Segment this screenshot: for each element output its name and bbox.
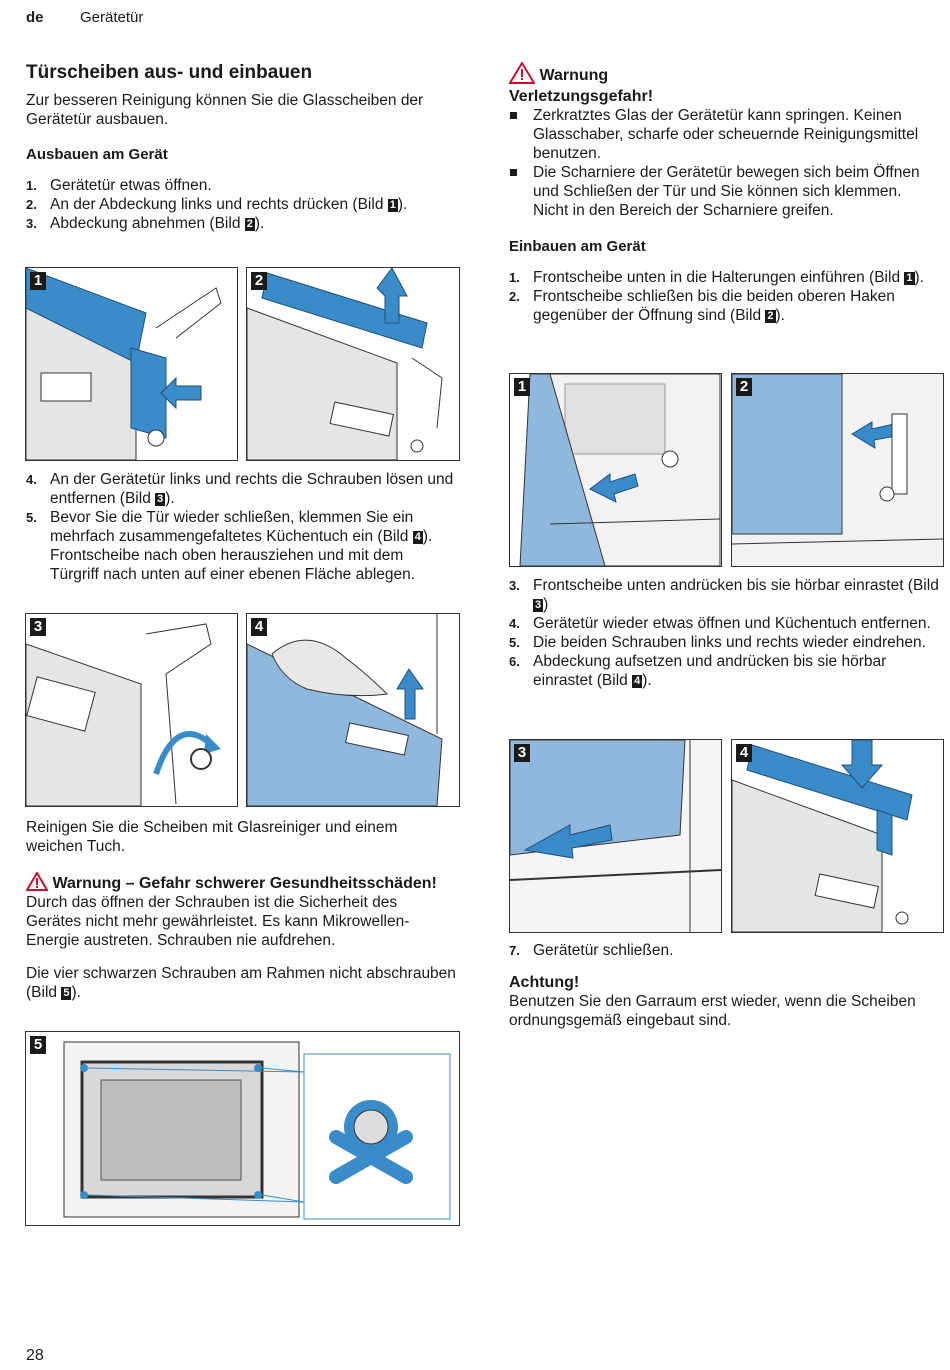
list-item: 4.Gerätetür wieder etwas öffnen und Küch… xyxy=(509,615,931,632)
clean-text: Reinigen Sie die Scheiben mit Glasreinig… xyxy=(26,819,398,855)
section-title: Gerätetür xyxy=(80,9,144,26)
figure-r3-illustration xyxy=(510,740,721,932)
list-item: 3.Abdeckung abnehmen (Bild 2). xyxy=(26,215,265,232)
list-item: 3.Frontscheibe unten andrücken bis sie h… xyxy=(509,577,939,613)
figure-r4-illustration xyxy=(732,740,913,932)
list-item: 6.Abdeckung aufsetzen und andrücken bis … xyxy=(509,653,887,689)
figure-label: 2 xyxy=(736,378,752,396)
warning2-text: Durch das öffnen der Schrauben ist die S… xyxy=(26,894,410,949)
warning1-label: Warnung xyxy=(539,67,609,84)
right-column-bottom: 7.Gerätetür schließen. Achtung! Benutzen… xyxy=(509,941,939,1030)
left-column-top: Türscheiben aus- und einbauen Zur besser… xyxy=(26,62,456,233)
figure-l1-illustration xyxy=(26,268,222,460)
remove-heading: Ausbauen am Gerät xyxy=(26,146,168,163)
figure-label: 4 xyxy=(251,618,267,636)
right-column-mid: 3.Frontscheibe unten andrücken bis sie h… xyxy=(509,576,939,690)
warning-bullet: Zerkratztes Glas der Gerätetür kann spri… xyxy=(509,106,939,163)
list-item: 5.Bevor Sie die Tür wieder schließen, kl… xyxy=(26,509,433,583)
figure-l4: 4 xyxy=(246,613,460,807)
list-item: 5.Die beiden Schrauben links und rechts … xyxy=(509,634,926,651)
warning-block-2: Warnung – Gefahr schwerer Gesundheitssch… xyxy=(26,872,456,893)
figure-r1: 1 xyxy=(509,373,722,567)
warning-icon xyxy=(26,872,52,892)
figure-l4-illustration xyxy=(247,614,443,806)
figure-l3: 3 xyxy=(25,613,238,807)
figure-label: 5 xyxy=(30,1036,46,1054)
figure-label: 3 xyxy=(30,618,46,636)
left-column-mid: 4.An der Gerätetür links und rechts die … xyxy=(26,470,456,584)
figure-r4: 4 xyxy=(731,739,944,933)
figure-r2: 2 xyxy=(731,373,944,567)
warning1-subtitle: Verletzungsgefahr! xyxy=(509,88,654,105)
figure-l2-illustration xyxy=(247,268,443,460)
caution-text: Benutzen Sie den Garraum erst wieder, we… xyxy=(509,993,916,1029)
left-column-bottom: Reinigen Sie die Scheiben mit Glasreinig… xyxy=(26,818,456,1002)
install-heading: Einbauen am Gerät xyxy=(509,238,646,255)
figure-label: 4 xyxy=(736,744,752,762)
list-item: 1.Gerätetür etwas öffnen. xyxy=(26,177,212,194)
figure-l5-illustration xyxy=(63,1041,451,1220)
figure-l2: 2 xyxy=(246,267,460,461)
figure-l5: 5 xyxy=(25,1031,460,1226)
figure-l1: 1 xyxy=(25,267,238,461)
intro-text: Zur besseren Reinigung können Sie die Gl… xyxy=(26,92,424,128)
list-item: 7.Gerätetür schließen. xyxy=(509,942,674,959)
warning2-title: Warnung – Gefahr schwerer Gesundheitssch… xyxy=(52,875,437,892)
figure-label: 2 xyxy=(251,272,267,290)
figure-label: 3 xyxy=(514,744,530,762)
warning-bullet: Die Scharniere der Gerätetür bewegen sic… xyxy=(509,163,939,220)
page-title: Türscheiben aus- und einbauen xyxy=(26,62,313,83)
page-number: 28 xyxy=(26,1347,44,1364)
figure-l3-illustration xyxy=(26,623,221,806)
steps-remove: 1.Gerätetür etwas öffnen. 2.An der Abdeck… xyxy=(26,176,456,233)
figure-r1-illustration xyxy=(519,374,721,566)
language-code: de xyxy=(26,9,44,26)
figure-r3: 3 xyxy=(509,739,722,933)
list-item: 2.An der Abdeckung links und rechts drüc… xyxy=(26,196,408,213)
steps-install-continued: 3.Frontscheibe unten andrücken bis sie h… xyxy=(509,576,939,690)
figure-label: 1 xyxy=(30,272,46,290)
right-column-top: Warnung Verletzungsgefahr! Zerkratztes G… xyxy=(509,62,939,325)
step-close: 7.Gerätetür schließen. xyxy=(509,941,939,960)
warning1-bullets: Zerkratztes Glas der Gerätetür kann spri… xyxy=(509,106,939,220)
steps-install: 1.Frontscheibe unten in die Halterungen … xyxy=(509,268,939,325)
caution-title: Achtung! xyxy=(509,974,580,991)
screws-text: Die vier schwarzen Schrauben am Rahmen n… xyxy=(26,965,456,1001)
figure-label: 1 xyxy=(514,378,530,396)
list-item: 1.Frontscheibe unten in die Halterungen … xyxy=(509,269,924,286)
warning-icon xyxy=(509,62,539,84)
list-item: 2.Frontscheibe schließen bis die beiden … xyxy=(509,288,895,324)
steps-remove-continued: 4.An der Gerätetür links und rechts die … xyxy=(26,470,456,584)
list-item: 4.An der Gerätetür links und rechts die … xyxy=(26,471,454,507)
figure-r2-illustration xyxy=(732,374,943,566)
warning-block-1: Warnung xyxy=(509,62,939,87)
